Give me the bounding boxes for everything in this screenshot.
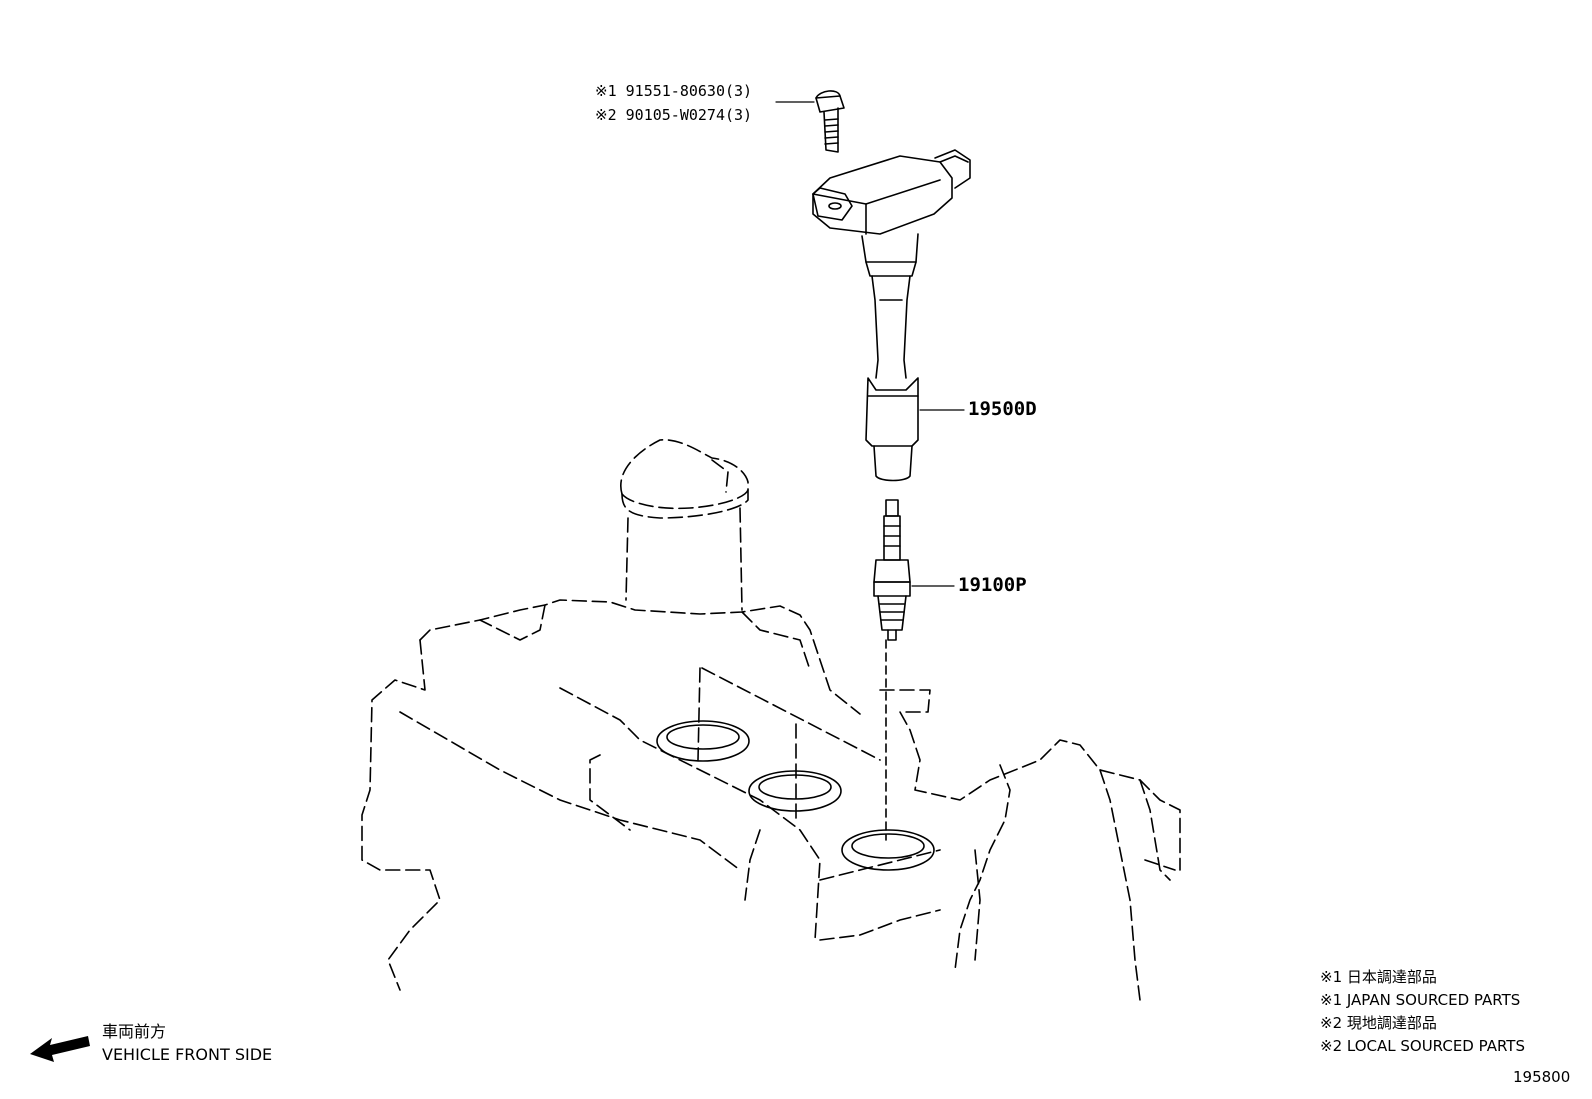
figure-number: 195800 <box>1513 1068 1571 1086</box>
legend-line-2: ※1 JAPAN SOURCED PARTS <box>1320 991 1521 1009</box>
spark-plug-icon <box>873 499 911 641</box>
front-indicator-label-en: VEHICLE FRONT SIDE <box>102 1045 273 1064</box>
legend-line-1: ※1 日本調達部品 <box>1320 968 1437 986</box>
spark-plug-wells <box>656 720 935 871</box>
bolt-part-number-2: ※2 90105-W0274(3) <box>595 106 753 124</box>
spark-plug-part-number[interactable]: 19100P <box>958 574 1027 596</box>
ignition-coil-part-number[interactable]: 19500D <box>968 398 1037 420</box>
legend-line-4: ※2 LOCAL SOURCED PARTS <box>1320 1037 1525 1055</box>
ignition-coil-icon <box>812 149 971 482</box>
vehicle-front-arrow-icon <box>30 1036 90 1062</box>
bolt-part-number-1: ※1 91551-80630(3) <box>595 82 753 100</box>
front-indicator-label-jp: 車両前方 <box>102 1022 167 1041</box>
legend-line-3: ※2 現地調達部品 <box>1320 1014 1437 1032</box>
engine-head-outline <box>361 439 1181 1001</box>
bolt-icon <box>815 90 845 153</box>
